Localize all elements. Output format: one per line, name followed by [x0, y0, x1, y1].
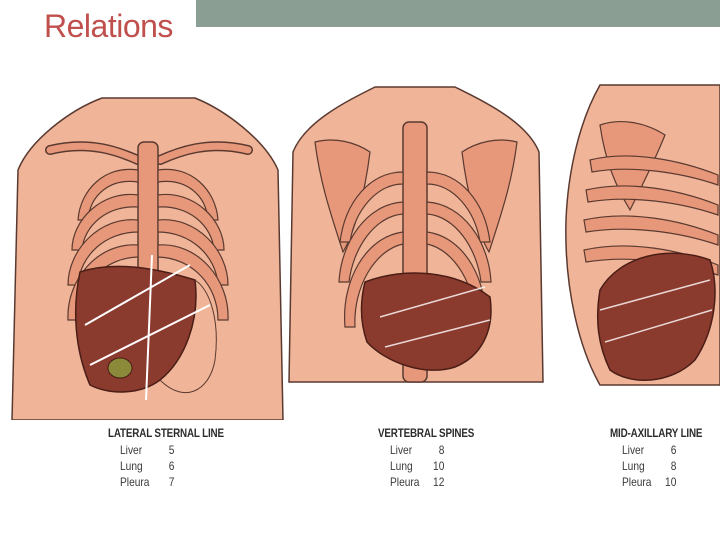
legend-row-value: 7 [168, 475, 175, 489]
legend-row: Lung 8 [622, 458, 676, 474]
legend-row-label: Lung [120, 459, 143, 473]
legend-row-label: Pleura [390, 475, 420, 489]
legend-row: Liver 8 [390, 442, 444, 458]
legend-heading: MID-AXILLARY LINE [610, 426, 703, 440]
slide-title: Relations [44, 8, 173, 44]
legend-row: Liver 6 [622, 442, 676, 458]
legend-row: Lung 10 [390, 458, 444, 474]
legend-row-value: 8 [670, 459, 677, 473]
legend-vertebral-spines: VERTEBRAL SPINES Liver 8 Lung 10 Pleura 12 [378, 426, 495, 490]
legend-heading: LATERAL STERNAL LINE [108, 426, 224, 440]
posterior-view-illustration [285, 82, 547, 422]
legend-row-label: Lung [622, 459, 645, 473]
legend-row-label: Pleura [622, 475, 652, 489]
legend-lateral-sternal-line: LATERAL STERNAL LINE Liver 5 Lung 6 Pleura… [108, 426, 249, 490]
legend-row: Lung 6 [120, 458, 174, 474]
legend-row: Pleura 12 [390, 474, 444, 490]
legend-row-value: 5 [168, 443, 175, 457]
anterior-view-illustration [10, 90, 285, 420]
legend-row-value: 12 [433, 475, 445, 489]
legend-mid-axillary-line: MID-AXILLARY LINE Liver 6 Lung 8 Pleura 10 [610, 426, 720, 490]
legend-row-value: 6 [168, 459, 175, 473]
legend-row-label: Liver [120, 443, 143, 457]
legend-row-label: Pleura [120, 475, 150, 489]
legend-heading: VERTEBRAL SPINES [378, 426, 475, 440]
legend-row-value: 10 [433, 459, 445, 473]
legend-row-value: 6 [670, 443, 677, 457]
legend-row: Pleura 7 [120, 474, 174, 490]
legend-row-label: Lung [390, 459, 413, 473]
legend-row: Liver 5 [120, 442, 174, 458]
legend-row-value: 10 [665, 475, 677, 489]
legend-row: Pleura 10 [622, 474, 676, 490]
legend-row-value: 8 [438, 443, 445, 457]
legend-row-label: Liver [390, 443, 413, 457]
legend-row-label: Liver [622, 443, 645, 457]
lateral-view-illustration [560, 80, 720, 400]
title-area [0, 0, 196, 48]
